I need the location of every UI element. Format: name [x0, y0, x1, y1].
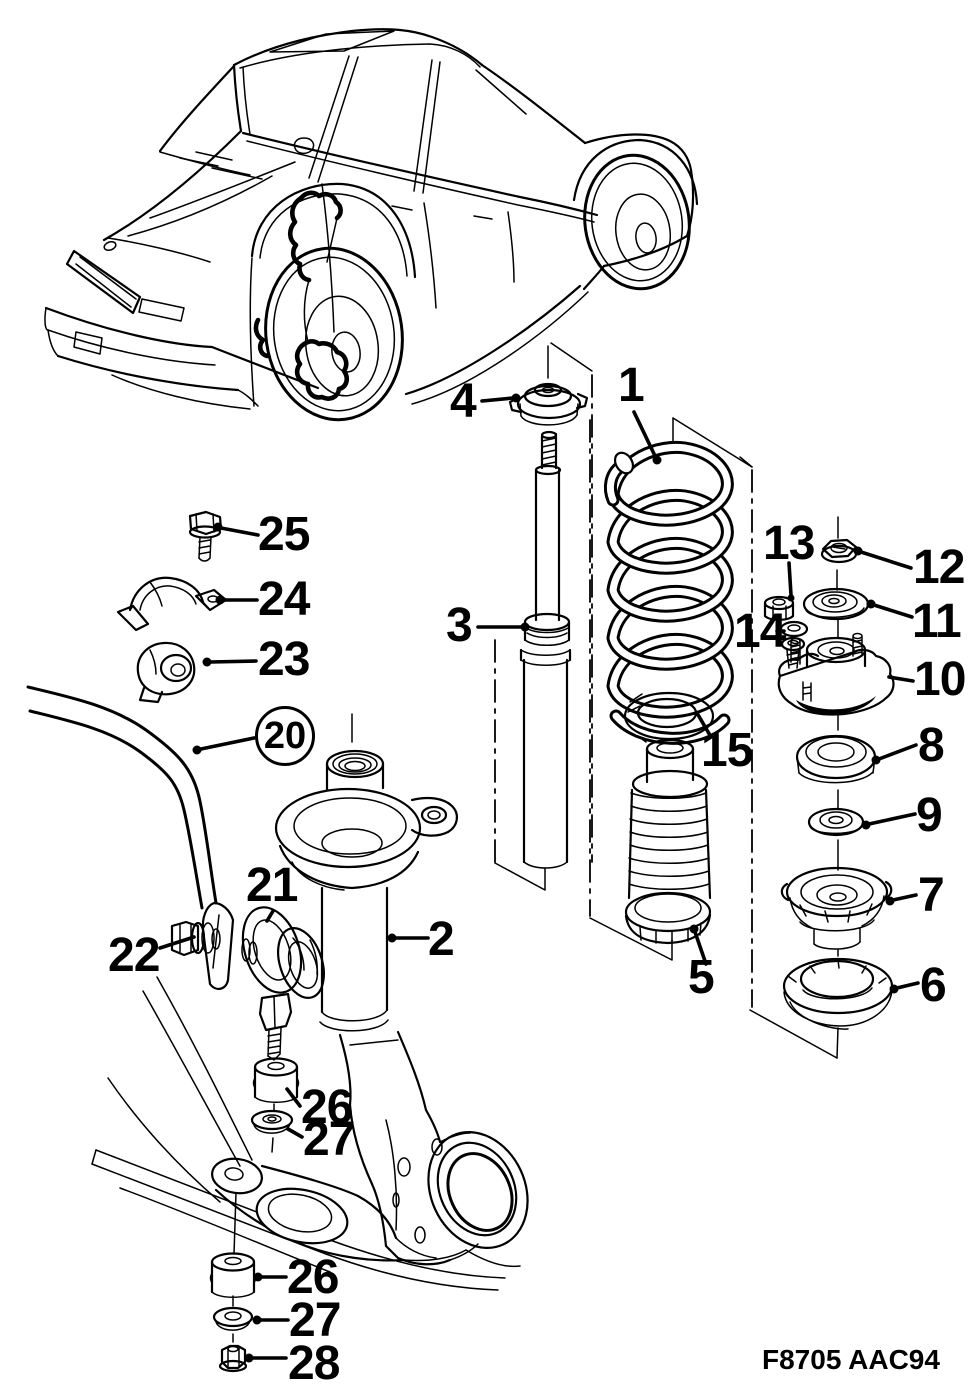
part-4-strut-top-cap [508, 345, 589, 426]
part-10-strut-mount [777, 632, 895, 716]
rear-tire [583, 153, 691, 291]
callout-26-upper: 26 [301, 1081, 353, 1134]
callout-2: 2 [428, 913, 455, 966]
rear-wheel-arch [572, 138, 699, 206]
grille [65, 249, 142, 315]
callout-25: 25 [258, 508, 310, 561]
callout-20: 20 [255, 706, 315, 766]
part-24-clamp-bracket [116, 576, 228, 632]
callout-26-lower: 26 [287, 1251, 339, 1304]
part-9-washer [807, 807, 865, 837]
callout-11: 11 [912, 595, 962, 648]
front-wheel-arch [250, 182, 417, 279]
callout-22: 22 [108, 929, 160, 982]
callout-28: 28 [288, 1337, 340, 1390]
callout-10: 10 [914, 653, 966, 706]
callout-21: 21 [246, 859, 298, 912]
diagram-code: F8705 AAC94 [762, 1344, 940, 1375]
part-26-bushing-lower [209, 1252, 257, 1298]
suspension-location-highlight [253, 190, 350, 401]
part-5-dust-boot [624, 738, 712, 945]
part-27-washer-lower [212, 1295, 254, 1343]
part-23-bushing [136, 641, 196, 704]
callout-5: 5 [688, 951, 715, 1004]
sunroof [269, 30, 395, 53]
front-tire [264, 246, 404, 422]
callout-leader-lines [158, 393, 920, 1363]
callout-15: 15 [701, 724, 753, 777]
part-13-nut [763, 595, 795, 621]
panel-frame-lines [494, 342, 838, 1059]
callout-4: 4 [450, 375, 477, 428]
callout-23: 23 [258, 633, 310, 686]
callout-14: 14 [734, 605, 786, 658]
part-27-washer-upper [250, 1103, 294, 1153]
part-3-shock-absorber [519, 430, 572, 869]
callout-27-upper: 27 [303, 1113, 355, 1166]
control-arm [211, 1157, 467, 1262]
license-plate [73, 331, 103, 355]
steering-knuckle [338, 1030, 529, 1268]
hood-badge [103, 240, 117, 252]
callout-13: 13 [763, 517, 815, 570]
part-2-strut-housing [274, 713, 458, 1032]
part-7-spring-seat [780, 866, 893, 950]
callout-24: 24 [258, 573, 310, 626]
center-axis-line [836, 516, 839, 1059]
part-25-bolt [188, 510, 223, 562]
callout-3: 3 [446, 599, 473, 652]
callout-1: 1 [618, 359, 645, 412]
part-20-stabilizer-bar [26, 685, 235, 990]
part-12-nut [820, 538, 858, 564]
callout-6: 6 [920, 959, 947, 1012]
callout-27-lower: 27 [289, 1294, 341, 1347]
part-8-bearing-ring [795, 734, 877, 784]
part-28-nut [218, 1344, 248, 1373]
part-26-bushing-upper [252, 1057, 300, 1103]
part-1-coil-spring [603, 440, 734, 745]
callout-7: 7 [918, 869, 945, 922]
mirror [293, 137, 315, 155]
callout-8: 8 [918, 719, 945, 772]
car-illustration [44, 28, 699, 422]
callout-12: 12 [913, 541, 965, 594]
headlight [138, 298, 185, 322]
callout-9: 9 [916, 789, 943, 842]
part-11-washer-plate [802, 587, 870, 621]
part-21-link [241, 906, 325, 1061]
part-6-rubber-ring [782, 957, 894, 1030]
